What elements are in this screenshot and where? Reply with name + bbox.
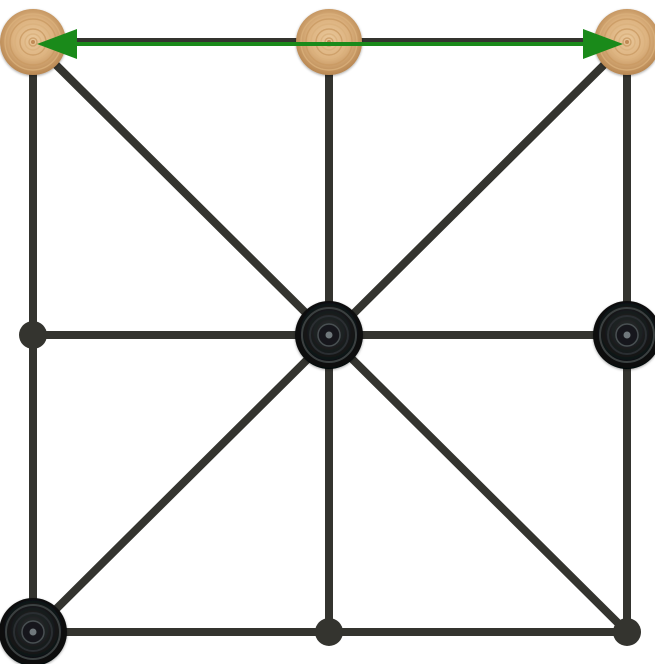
dark-piece-c2[interactable]	[593, 301, 655, 369]
board-point-a2[interactable]	[19, 321, 47, 349]
dark-piece-b2[interactable]	[295, 301, 363, 369]
dark-piece-a1[interactable]	[0, 598, 67, 664]
board-point-b1[interactable]	[315, 618, 343, 646]
board-point-c1[interactable]	[613, 618, 641, 646]
